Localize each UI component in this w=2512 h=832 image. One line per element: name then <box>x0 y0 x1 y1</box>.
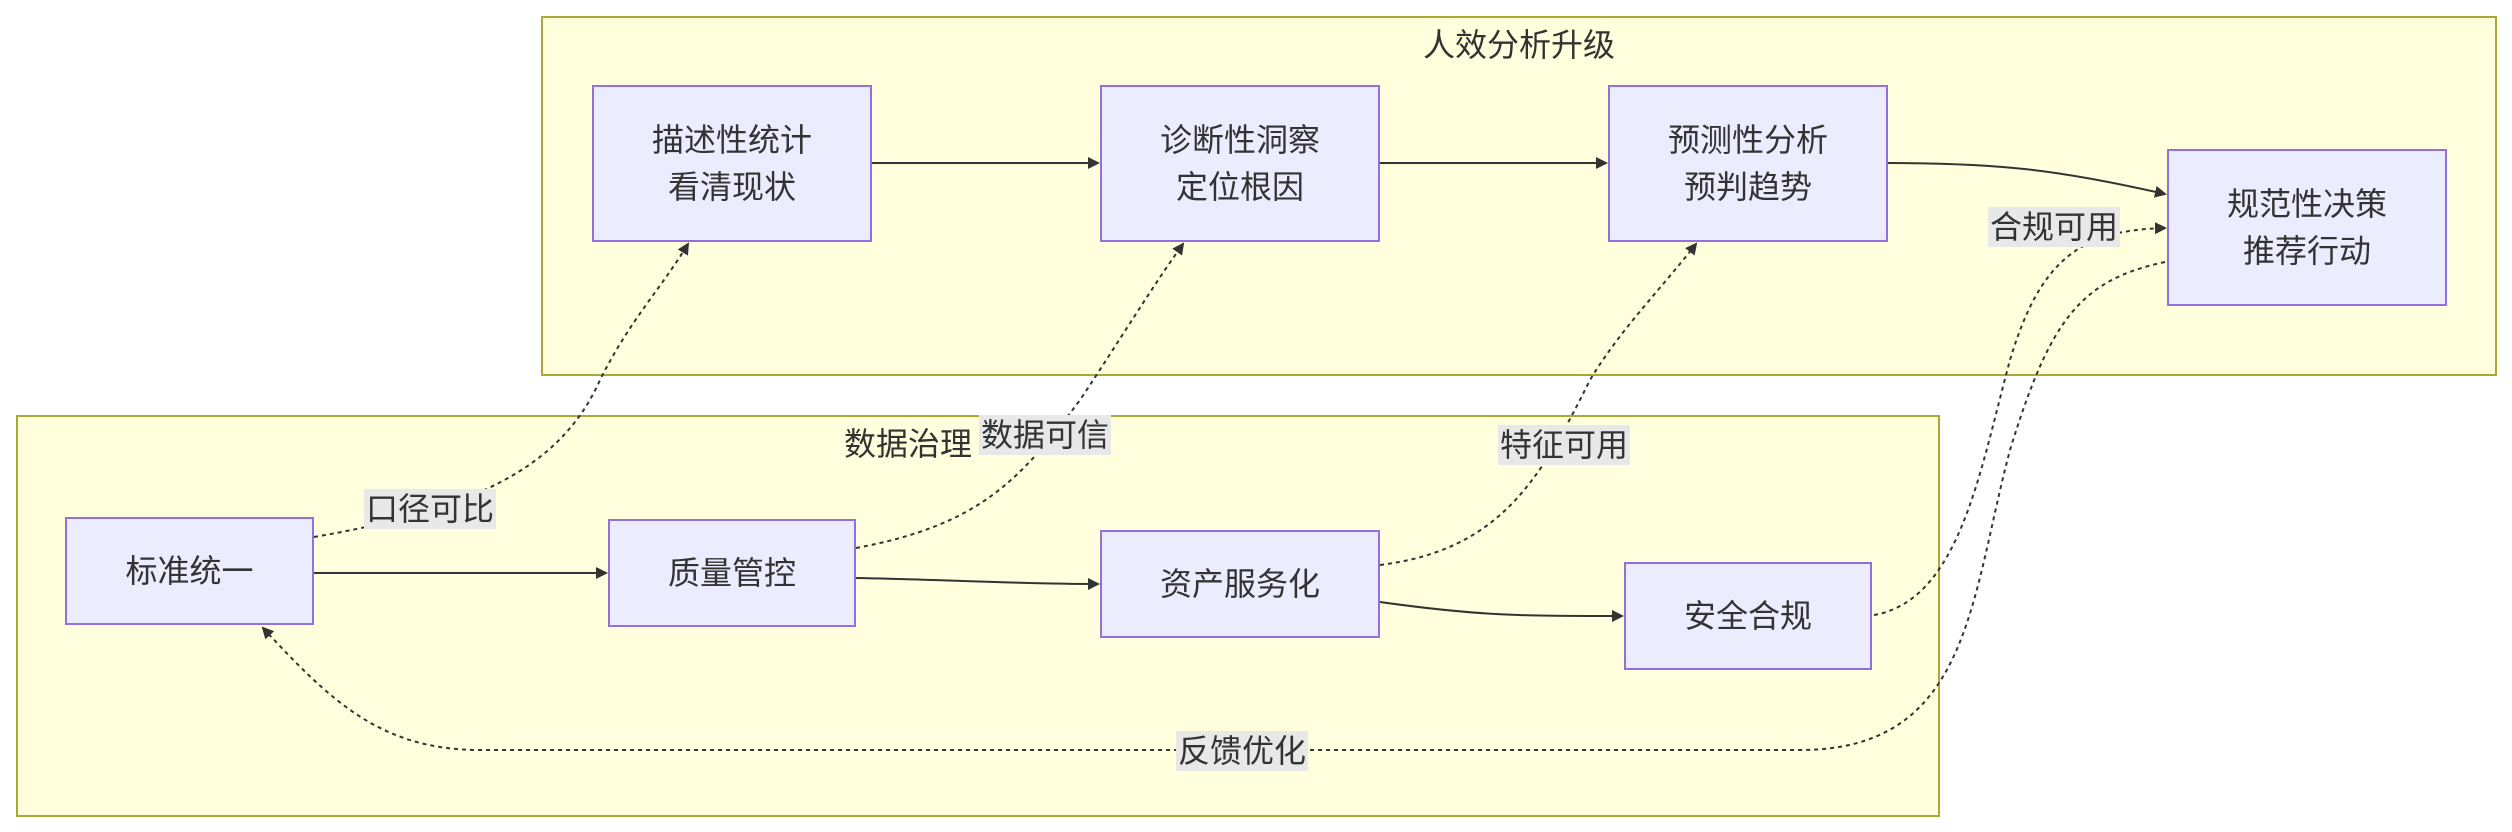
node-asset-service[interactable]: 资产服务化 <box>1100 530 1380 638</box>
cluster-title: 数据治理 <box>843 425 972 463</box>
node-quality-control[interactable]: 质量管控 <box>608 519 856 627</box>
edge-predictive-prescriptive <box>1887 162 2167 198</box>
node-security-compliance[interactable]: 安全合规 <box>1624 562 1872 670</box>
edge-label-feedback: 反馈优化 <box>1176 731 1309 771</box>
node-diagnostic-insight[interactable]: 诊断性洞察 定位根因 <box>1100 85 1380 242</box>
edge-label-trusted: 数据可信 <box>979 415 1112 455</box>
edge-quality-asset <box>855 577 1100 590</box>
node-line1: 规范性决策 <box>2226 184 2387 223</box>
edge-asset-security <box>1379 601 1624 622</box>
edge-security-prescriptive <box>1873 222 2167 616</box>
edge-prescriptive-standard <box>261 261 2166 751</box>
node-line2: 看清现状 <box>667 167 796 206</box>
node-predictive-analysis[interactable]: 预测性分析 预判趋势 <box>1608 85 1888 242</box>
edge-quality-diagnostic <box>855 242 1185 549</box>
node-line2: 推荐行动 <box>2242 231 2371 270</box>
node-line2: 定位根因 <box>1175 167 1304 206</box>
node-line1: 预测性分析 <box>1667 120 1828 159</box>
node-prescriptive-decision[interactable]: 规范性决策 推荐行动 <box>2167 149 2447 306</box>
edge-label-features: 特征可用 <box>1498 425 1631 465</box>
edge-label-compliant: 合规可用 <box>1988 207 2121 247</box>
node-label: 资产服务化 <box>1159 564 1320 603</box>
node-label: 标准统一 <box>125 551 254 590</box>
node-line1: 描述性统计 <box>651 120 812 159</box>
node-label: 安全合规 <box>1683 596 1812 635</box>
node-line2: 预判趋势 <box>1683 167 1812 206</box>
node-descriptive-stats[interactable]: 描述性统计 看清现状 <box>592 85 872 242</box>
edge-asset-predictive <box>1379 242 1698 566</box>
node-label: 质量管控 <box>667 553 796 592</box>
node-line1: 诊断性洞察 <box>1159 120 1320 159</box>
edge-label-comparable: 口径可比 <box>364 489 497 529</box>
cluster-title: 人效分析升级 <box>1422 26 1615 64</box>
node-standard-unification[interactable]: 标准统一 <box>65 517 314 625</box>
